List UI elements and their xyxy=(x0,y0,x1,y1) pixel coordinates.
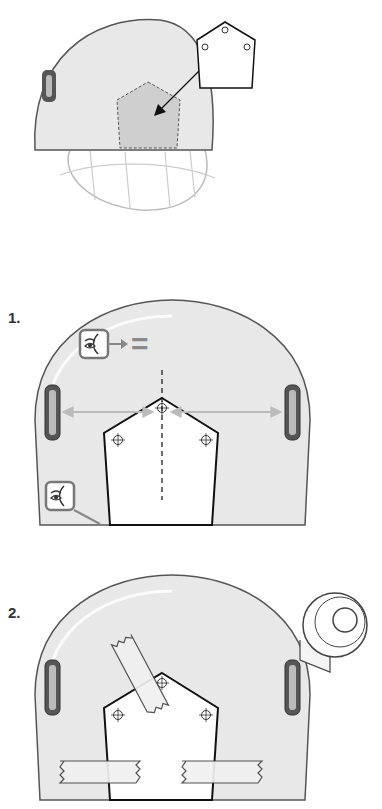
helmet-back-step1 xyxy=(35,300,310,525)
step-number: 2. xyxy=(8,605,21,620)
equals-sign: = xyxy=(131,329,149,359)
helmet-back-step2 xyxy=(35,575,310,800)
step-number: 1. xyxy=(8,310,21,325)
tape-roll xyxy=(300,593,367,672)
helmet-side-view xyxy=(35,20,255,211)
